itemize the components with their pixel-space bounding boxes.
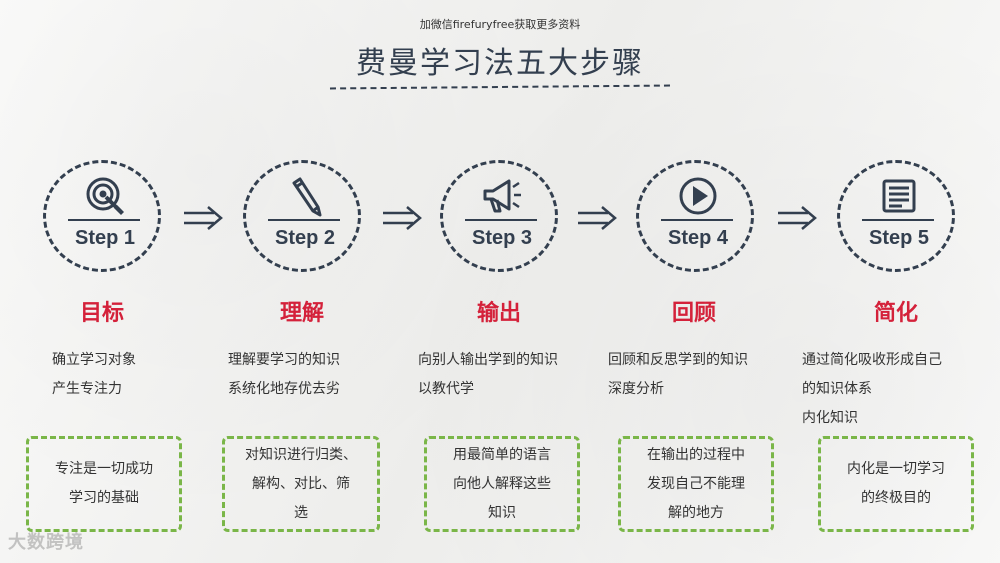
arrow-right-icon: [778, 206, 817, 230]
note-line: 解的地方: [668, 504, 724, 521]
step-underline: [862, 219, 934, 221]
note-line: 选: [294, 504, 308, 521]
step-underline: [268, 219, 340, 221]
arrow-right-icon: [383, 206, 422, 230]
step-5-name: 简化: [873, 301, 918, 326]
step-1-circle: Step 1: [43, 160, 161, 272]
description-line: 深度分析: [608, 381, 664, 397]
description-line: 产生专注力: [52, 381, 122, 397]
document-icon: [882, 179, 916, 213]
step-1-note: 专注是一切成功 学习的基础: [26, 436, 182, 532]
page-title: 费曼学习法五大步骤: [356, 46, 644, 81]
description-line: 的知识体系: [802, 381, 872, 397]
megaphone-icon: [483, 179, 521, 213]
step-underline: [661, 219, 733, 221]
promo-note: 加微信firefuryfree获取更多资料: [419, 18, 581, 31]
step-5-note: 内化是一切学习 的终极目的: [818, 436, 974, 532]
step-1-label: Step 1: [74, 227, 136, 249]
step-4-name: 回顾: [671, 301, 716, 326]
step-3-name: 输出: [476, 301, 521, 326]
step-4-description: 回顾和反思学到的知识 深度分析: [608, 346, 748, 404]
arrow-right-icon: [578, 206, 617, 230]
step-5-label: Step 5: [868, 227, 930, 249]
pencil-icon: [292, 177, 322, 217]
description-line: 向别人输出学到的知识: [418, 352, 558, 368]
description-line: 确立学习对象: [52, 352, 136, 368]
title-divider: [329, 84, 671, 94]
step-2-label: Step 2: [274, 227, 336, 249]
note-line: 发现自己不能理: [647, 475, 745, 492]
step-3-description: 向别人输出学到的知识 以教代学: [418, 346, 558, 404]
note-line: 知识: [488, 504, 516, 521]
step-5-circle: Step 5: [837, 160, 955, 272]
note-line: 在输出的过程中: [647, 446, 745, 463]
step-underline: [68, 219, 140, 221]
note-line: 解构、对比、筛: [252, 475, 350, 492]
description-line: 系统化地存优去劣: [228, 381, 340, 397]
watermark-logo: 大数跨境: [8, 532, 84, 553]
step-3-note: 用最简单的语言 向他人解释这些 知识: [424, 436, 580, 532]
description-line: 理解要学习的知识: [228, 352, 340, 368]
note-line: 向他人解释这些: [453, 475, 551, 492]
note-line: 学习的基础: [69, 490, 139, 506]
step-4-label: Step 4: [667, 227, 729, 249]
description-line: 内化知识: [802, 410, 858, 426]
arrow-right-icon: [184, 206, 223, 230]
target-icon: [86, 177, 124, 215]
step-3-label: Step 3: [471, 227, 533, 249]
note-line: 专注是一切成功: [55, 461, 153, 477]
step-2-note: 对知识进行归类、 解构、对比、筛 选: [222, 436, 380, 532]
step-1-name: 目标: [79, 301, 124, 326]
step-underline: [465, 219, 537, 221]
note-line: 的终极目的: [861, 490, 931, 506]
step-1-description: 确立学习对象 产生专注力: [52, 346, 136, 404]
step-2-description: 理解要学习的知识 系统化地存优去劣: [228, 346, 340, 404]
description-line: 回顾和反思学到的知识: [608, 352, 748, 368]
step-3-circle: Step 3: [440, 160, 558, 272]
note-line: 对知识进行归类、: [245, 446, 357, 463]
note-line: 内化是一切学习: [847, 461, 945, 477]
step-5-description: 通过简化吸收形成自己 的知识体系 内化知识: [802, 346, 942, 433]
step-2-circle: Step 2: [243, 160, 361, 272]
note-line: 用最简单的语言: [453, 446, 551, 463]
play-icon: [679, 177, 717, 215]
description-line: 通过简化吸收形成自己: [802, 352, 942, 368]
step-4-note: 在输出的过程中 发现自己不能理 解的地方: [618, 436, 774, 532]
step-2-name: 理解: [279, 301, 324, 326]
description-line: 以教代学: [418, 381, 474, 397]
step-4-circle: Step 4: [636, 160, 754, 272]
